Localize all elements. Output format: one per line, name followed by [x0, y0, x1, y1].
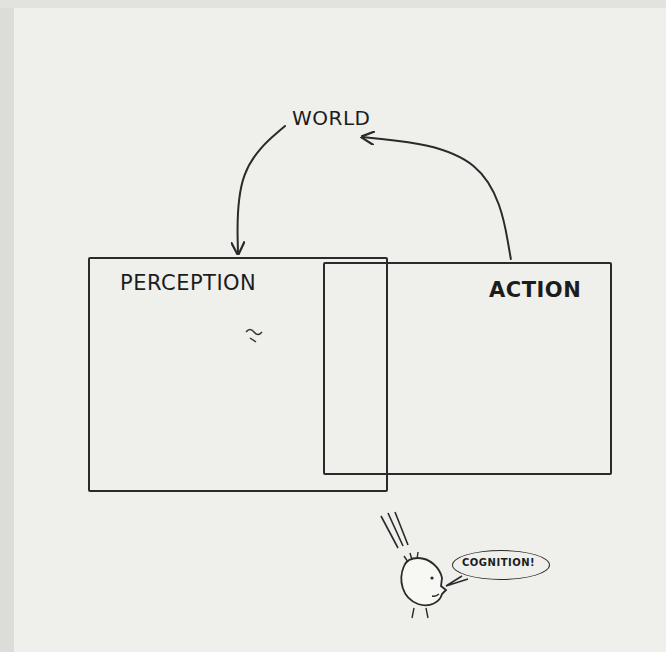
node-text: WORLD: [292, 106, 370, 130]
thought-lines: [381, 512, 408, 548]
scan-edge: [0, 0, 666, 8]
bubble-tail: [446, 576, 468, 586]
curved-arrow: [237, 126, 285, 254]
node-text: PERCEPTION: [120, 271, 256, 296]
head-figure: [401, 558, 446, 605]
world-label-node: WORLD: [288, 102, 375, 134]
node-text: ACTION: [489, 278, 581, 303]
perception-box: PERCEPTION: [88, 257, 388, 492]
curved-arrow: [362, 137, 511, 259]
head-eye: [430, 576, 433, 579]
action-box: ACTION: [323, 262, 612, 475]
speech-bubble: COGNITION!: [452, 550, 550, 580]
head-hair: [404, 552, 418, 562]
pencil-mark: [246, 330, 262, 343]
head-mouth: [432, 594, 439, 596]
node-text: COGNITION!: [462, 557, 535, 569]
scan-edge: [0, 0, 14, 652]
head-neck: [412, 608, 428, 618]
